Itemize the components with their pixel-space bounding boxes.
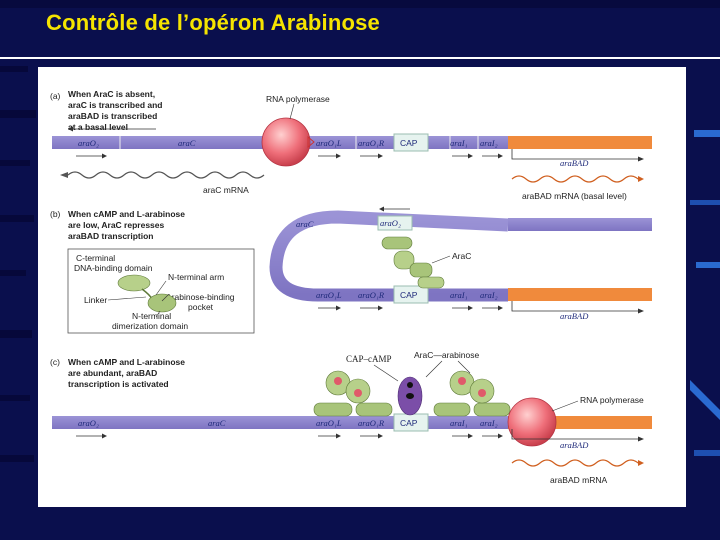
seg-arao2: araO₂: [78, 138, 99, 148]
panel-c-letter: (c): [50, 357, 60, 367]
arac-label: AraC: [452, 251, 471, 261]
seg-b-arai2: araI₂: [480, 290, 498, 300]
panel-a-caption-2: araC is transcribed and: [68, 100, 162, 110]
seg-b-arai1: araI₁: [450, 290, 468, 300]
arac-arabinose-complex-right: [433, 370, 511, 417]
inset-dna-binding: DNA-binding domain: [74, 263, 153, 273]
rna-polymerase-label: RNA polymerase: [266, 94, 330, 104]
title-divider: [0, 57, 720, 59]
rna-polymerase-icon: [261, 117, 311, 167]
panel-a-caption-3: araBAD is transcribed: [68, 111, 157, 121]
arac-mrna-label: araC mRNA: [203, 185, 249, 195]
loop-bottom-arabad-strand: [508, 288, 652, 301]
arac-arabinose-complex-left: [313, 370, 393, 417]
panel-b-letter: (b): [50, 209, 61, 219]
inset-dimerization: dimerization domain: [112, 321, 188, 331]
arabad-mrna-label: araBAD mRNA (basal level): [522, 191, 627, 201]
seg-arai2: araI₂: [480, 138, 498, 148]
seg-c-arao1r: araO₁R: [358, 418, 385, 428]
loop-arao2-label: araO₂: [380, 218, 401, 228]
arac-structure-inset: C-terminal DNA-binding domain N-terminal…: [67, 248, 255, 334]
arac-mrna-wave: [67, 171, 265, 179]
arabad-label-b: araBAD: [560, 311, 589, 321]
panel-c-caption-2: are abundant, araBAD: [68, 368, 157, 378]
dna-strand-arabad: [508, 136, 652, 149]
panel-a: (a) When AraC is absent, araC is transcr…: [50, 89, 652, 201]
inset-arabinose-1: Arabinose-binding: [166, 292, 235, 302]
dna-strand-c-left: [52, 416, 312, 429]
seg-c-arac: araC: [208, 418, 226, 428]
inset-c-terminal: C-terminal: [76, 253, 115, 263]
seg-b-cap: CAP: [400, 290, 418, 300]
panel-c: (c) When cAMP and L-arabinose are abunda…: [50, 350, 652, 485]
seg-c-cap: CAP: [400, 418, 418, 428]
arabad-arrow-c: [511, 429, 640, 440]
seg-c-arai1: araI₁: [450, 418, 468, 428]
arabad-mrna-wave: [511, 175, 639, 183]
seg-b-arao1l: araO₁L: [316, 290, 342, 300]
cap-camp-label: CAP–cAMP: [346, 354, 392, 364]
inset-arabinose-2: pocket: [188, 302, 214, 312]
arabad-mrna-wave-c: [511, 459, 639, 467]
rna-polymerase-icon-c: [507, 397, 557, 447]
seg-c-arao2: araO₂: [78, 418, 99, 428]
panel-b: (b) When cAMP and L-arabinose are low, A…: [50, 206, 652, 334]
seg-arao1l: araO₁L: [316, 138, 342, 148]
rna-polymerase-label-c: RNA polymerase: [580, 395, 644, 405]
panel-c-caption-3: transcription is activated: [68, 379, 169, 389]
dimerization-domain-shape: [147, 293, 177, 313]
arabad-label: araBAD: [560, 158, 589, 168]
panel-a-letter: (a): [50, 91, 61, 101]
panel-b-caption-2: are low, AraC represses: [68, 220, 164, 230]
loop-arac-label: araC: [296, 219, 314, 229]
panel-c-caption-1: When cAMP and L-arabinose: [68, 357, 185, 367]
operon-diagram: (a) When AraC is absent, araC is transcr…: [50, 89, 652, 485]
panel-a-caption-4: at a basal level: [68, 122, 128, 132]
seg-c-arai2: araI₂: [480, 418, 498, 428]
diagram-panel: (a) When AraC is absent, araC is transcr…: [38, 67, 686, 507]
cap-camp-icon: [397, 376, 423, 416]
cap-site-box: [393, 133, 429, 152]
arabad-arrow-b: [511, 301, 640, 312]
inset-n-terminal: N-terminal: [132, 311, 171, 321]
seg-c-arao1l: araO₁L: [316, 418, 342, 428]
cap-site-box-b: [393, 285, 429, 304]
arac-arabinose-label: AraC—arabinose: [414, 350, 479, 360]
arao2-box: [377, 215, 413, 231]
seg-arao1r: araO₁R: [358, 138, 385, 148]
panel-a-caption-1: When AraC is absent,: [68, 89, 155, 99]
dna-binding-domain-shape: [117, 274, 151, 292]
seg-arac: araC: [178, 138, 196, 148]
arabad-label-c: araBAD: [560, 440, 589, 450]
seg-b-arao1r: araO₁R: [358, 290, 385, 300]
inset-n-terminal-arm: N-terminal arm: [168, 272, 224, 282]
arac-repressor-icon: [381, 236, 445, 289]
dna-strand-left: [52, 136, 312, 149]
panel-b-caption-1: When cAMP and L-arabinose: [68, 209, 185, 219]
arabad-mrna-label-c: araBAD mRNA: [550, 475, 607, 485]
loop-top-strand: [508, 218, 652, 231]
panel-b-caption-3: araBAD transcription: [68, 231, 154, 241]
dna-loop: [269, 210, 509, 302]
seg-arai1: araI₁: [450, 138, 468, 148]
seg-cap: CAP: [400, 138, 418, 148]
inset-linker: Linker: [84, 295, 107, 305]
slide-title: Contrôle de l’opéron Arabinose: [46, 10, 380, 35]
arabad-transcription-arrow: [511, 149, 640, 160]
